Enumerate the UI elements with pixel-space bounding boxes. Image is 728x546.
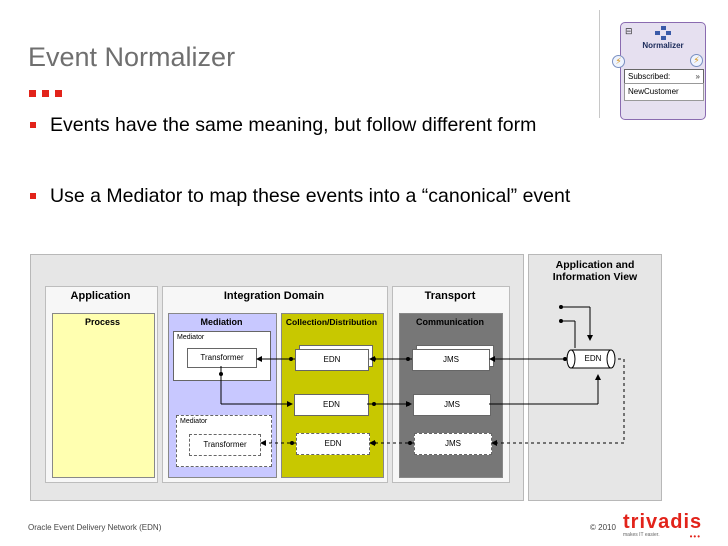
component-title: Normalizer [642,41,684,50]
expand-icon[interactable]: » [695,72,700,81]
logo-tagline: makes IT easier. [623,532,660,538]
jms-box-3[interactable]: JMS [414,433,492,455]
integration-label: Integration Domain [223,290,325,302]
edn-pipe-label: EDN [584,354,602,363]
slide-title: Event Normalizer [28,42,236,72]
footer-left: Oracle Event Delivery Network (EDN) [28,523,162,532]
edn-box-1[interactable]: EDN [295,349,369,371]
subscribed-row[interactable]: Subscribed: » [624,69,704,85]
application-label: Application [70,290,131,302]
logo-wordmark: trivadis [623,511,703,533]
edn-box-2[interactable]: EDN [294,394,369,416]
edn-pipe-icon [566,349,616,369]
process-label: Process [84,317,121,327]
title-accent-dots [29,84,69,97]
component-icon [655,26,671,40]
lightning-icon[interactable]: ⚡ [690,54,703,67]
subscribed-label: Subscribed: [628,72,671,81]
app-info-view-label: Application and Information View [552,259,638,283]
mediator-label: Mediator [177,334,205,341]
collection-label: Collection/Distribution [285,317,378,327]
jms-box-2[interactable]: JMS [413,394,491,416]
bullet-text: Use a Mediator to map these events into … [50,185,571,207]
mediation-label: Mediation [200,317,243,327]
trivadis-logo: trivadis makes IT easier. ••• [623,511,703,541]
lightning-icon[interactable]: ⚡ [612,55,625,68]
divider-line [599,10,600,118]
collapse-icon[interactable]: ⊟ [625,26,633,36]
communication-label: Communication [415,317,484,327]
bullet-item-2: Use a Mediator to map these events into … [30,184,590,209]
process-area [52,313,155,478]
bullet-square-icon [30,193,36,199]
event-name: NewCustomer [624,83,704,101]
bullet-square-icon [30,122,36,128]
transport-label: Transport [424,290,476,302]
logo-dots-icon: ••• [689,532,701,541]
bullet-item-1: Events have the same meaning, but follow… [30,113,590,138]
footer-right: © 2010 [590,523,616,532]
mediator-label: Mediator [180,418,208,425]
jms-box-1[interactable]: JMS [412,349,490,371]
bullet-text: Events have the same meaning, but follow… [50,114,537,136]
normalizer-component[interactable]: ⊟ Normalizer Subscribed: » NewCustomer [620,22,706,120]
